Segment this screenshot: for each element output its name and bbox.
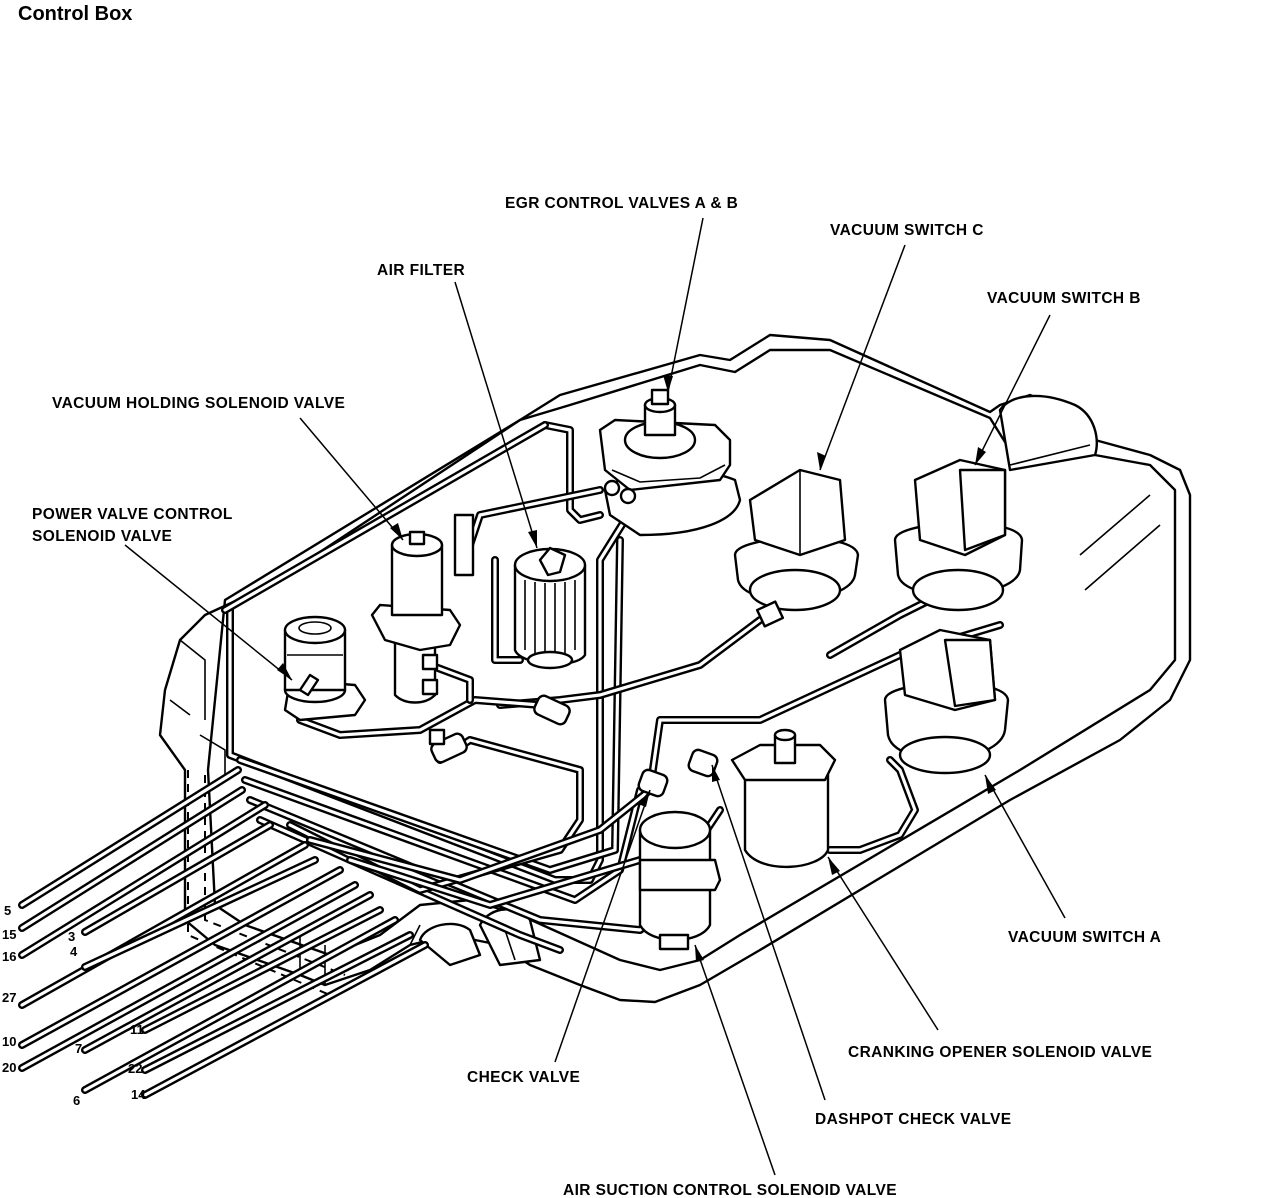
hose-number: 22: [128, 1061, 142, 1076]
label-vacuum-holding-solenoid-valve: VACUUM HOLDING SOLENOID VALVE: [52, 395, 345, 412]
label-vacuum-switch-a: VACUUM SWITCH A: [1008, 929, 1161, 946]
hose-number: 16: [2, 949, 16, 964]
air-suction-control-solenoid: [638, 810, 722, 951]
label-dashpot-check-valve: DASHPOT CHECK VALVE: [815, 1111, 1011, 1128]
hose-number: 11: [130, 1022, 144, 1037]
mounting-bracket-dashed: [187, 770, 346, 996]
hose-number: 7: [75, 1041, 82, 1056]
label-air-filter: AIR FILTER: [377, 262, 465, 279]
vacuum-switch-b: [893, 458, 1024, 612]
check-valves: [428, 694, 719, 798]
hose-number: 6: [73, 1093, 80, 1108]
label-egr-control-valves: EGR CONTROL VALVES A & B: [505, 195, 738, 212]
cranking-opener-solenoid: [730, 728, 837, 869]
label-air-suction-control-solenoid-valve: AIR SUCTION CONTROL SOLENOID VALVE: [563, 1182, 897, 1198]
housing-right-bulge: [998, 394, 1098, 472]
air-filter: [453, 513, 587, 670]
hose-number: 27: [2, 990, 16, 1005]
hose-number: 15: [2, 927, 16, 942]
power-valve-control-solenoid: [283, 615, 367, 722]
external-hoses: [18, 766, 429, 1099]
vacuum-switch-c: [733, 468, 860, 628]
page-title: Control Box: [18, 3, 132, 25]
hose-number: 4: [70, 944, 78, 959]
vacuum-holding-solenoid: [370, 530, 462, 704]
label-vacuum-switch-c: VACUUM SWITCH C: [830, 222, 984, 239]
leader-lines: [124, 217, 1066, 1176]
label-power-valve-control-line1: POWER VALVE CONTROL: [32, 506, 233, 523]
hose-number: 5: [4, 903, 11, 918]
label-check-valve: CHECK VALVE: [467, 1069, 580, 1086]
label-cranking-opener-solenoid-valve: CRANKING OPENER SOLENOID VALVE: [848, 1044, 1152, 1061]
hose-number: 3: [68, 929, 75, 944]
hose-number: 20: [2, 1060, 16, 1075]
egr-control-valves: [598, 388, 742, 537]
hose-number: 10: [2, 1034, 16, 1049]
label-vacuum-switch-b: VACUUM SWITCH B: [987, 290, 1141, 307]
hose-numbers: 5 15 16 3 27 4 10 20 7 11 22 6 14: [2, 903, 146, 1108]
label-power-valve-control-line2: SOLENOID VALVE: [32, 528, 172, 545]
hose-number: 14: [131, 1087, 146, 1102]
vacuum-switch-a: [883, 628, 1010, 775]
leader-arrowheads: [277, 375, 996, 962]
